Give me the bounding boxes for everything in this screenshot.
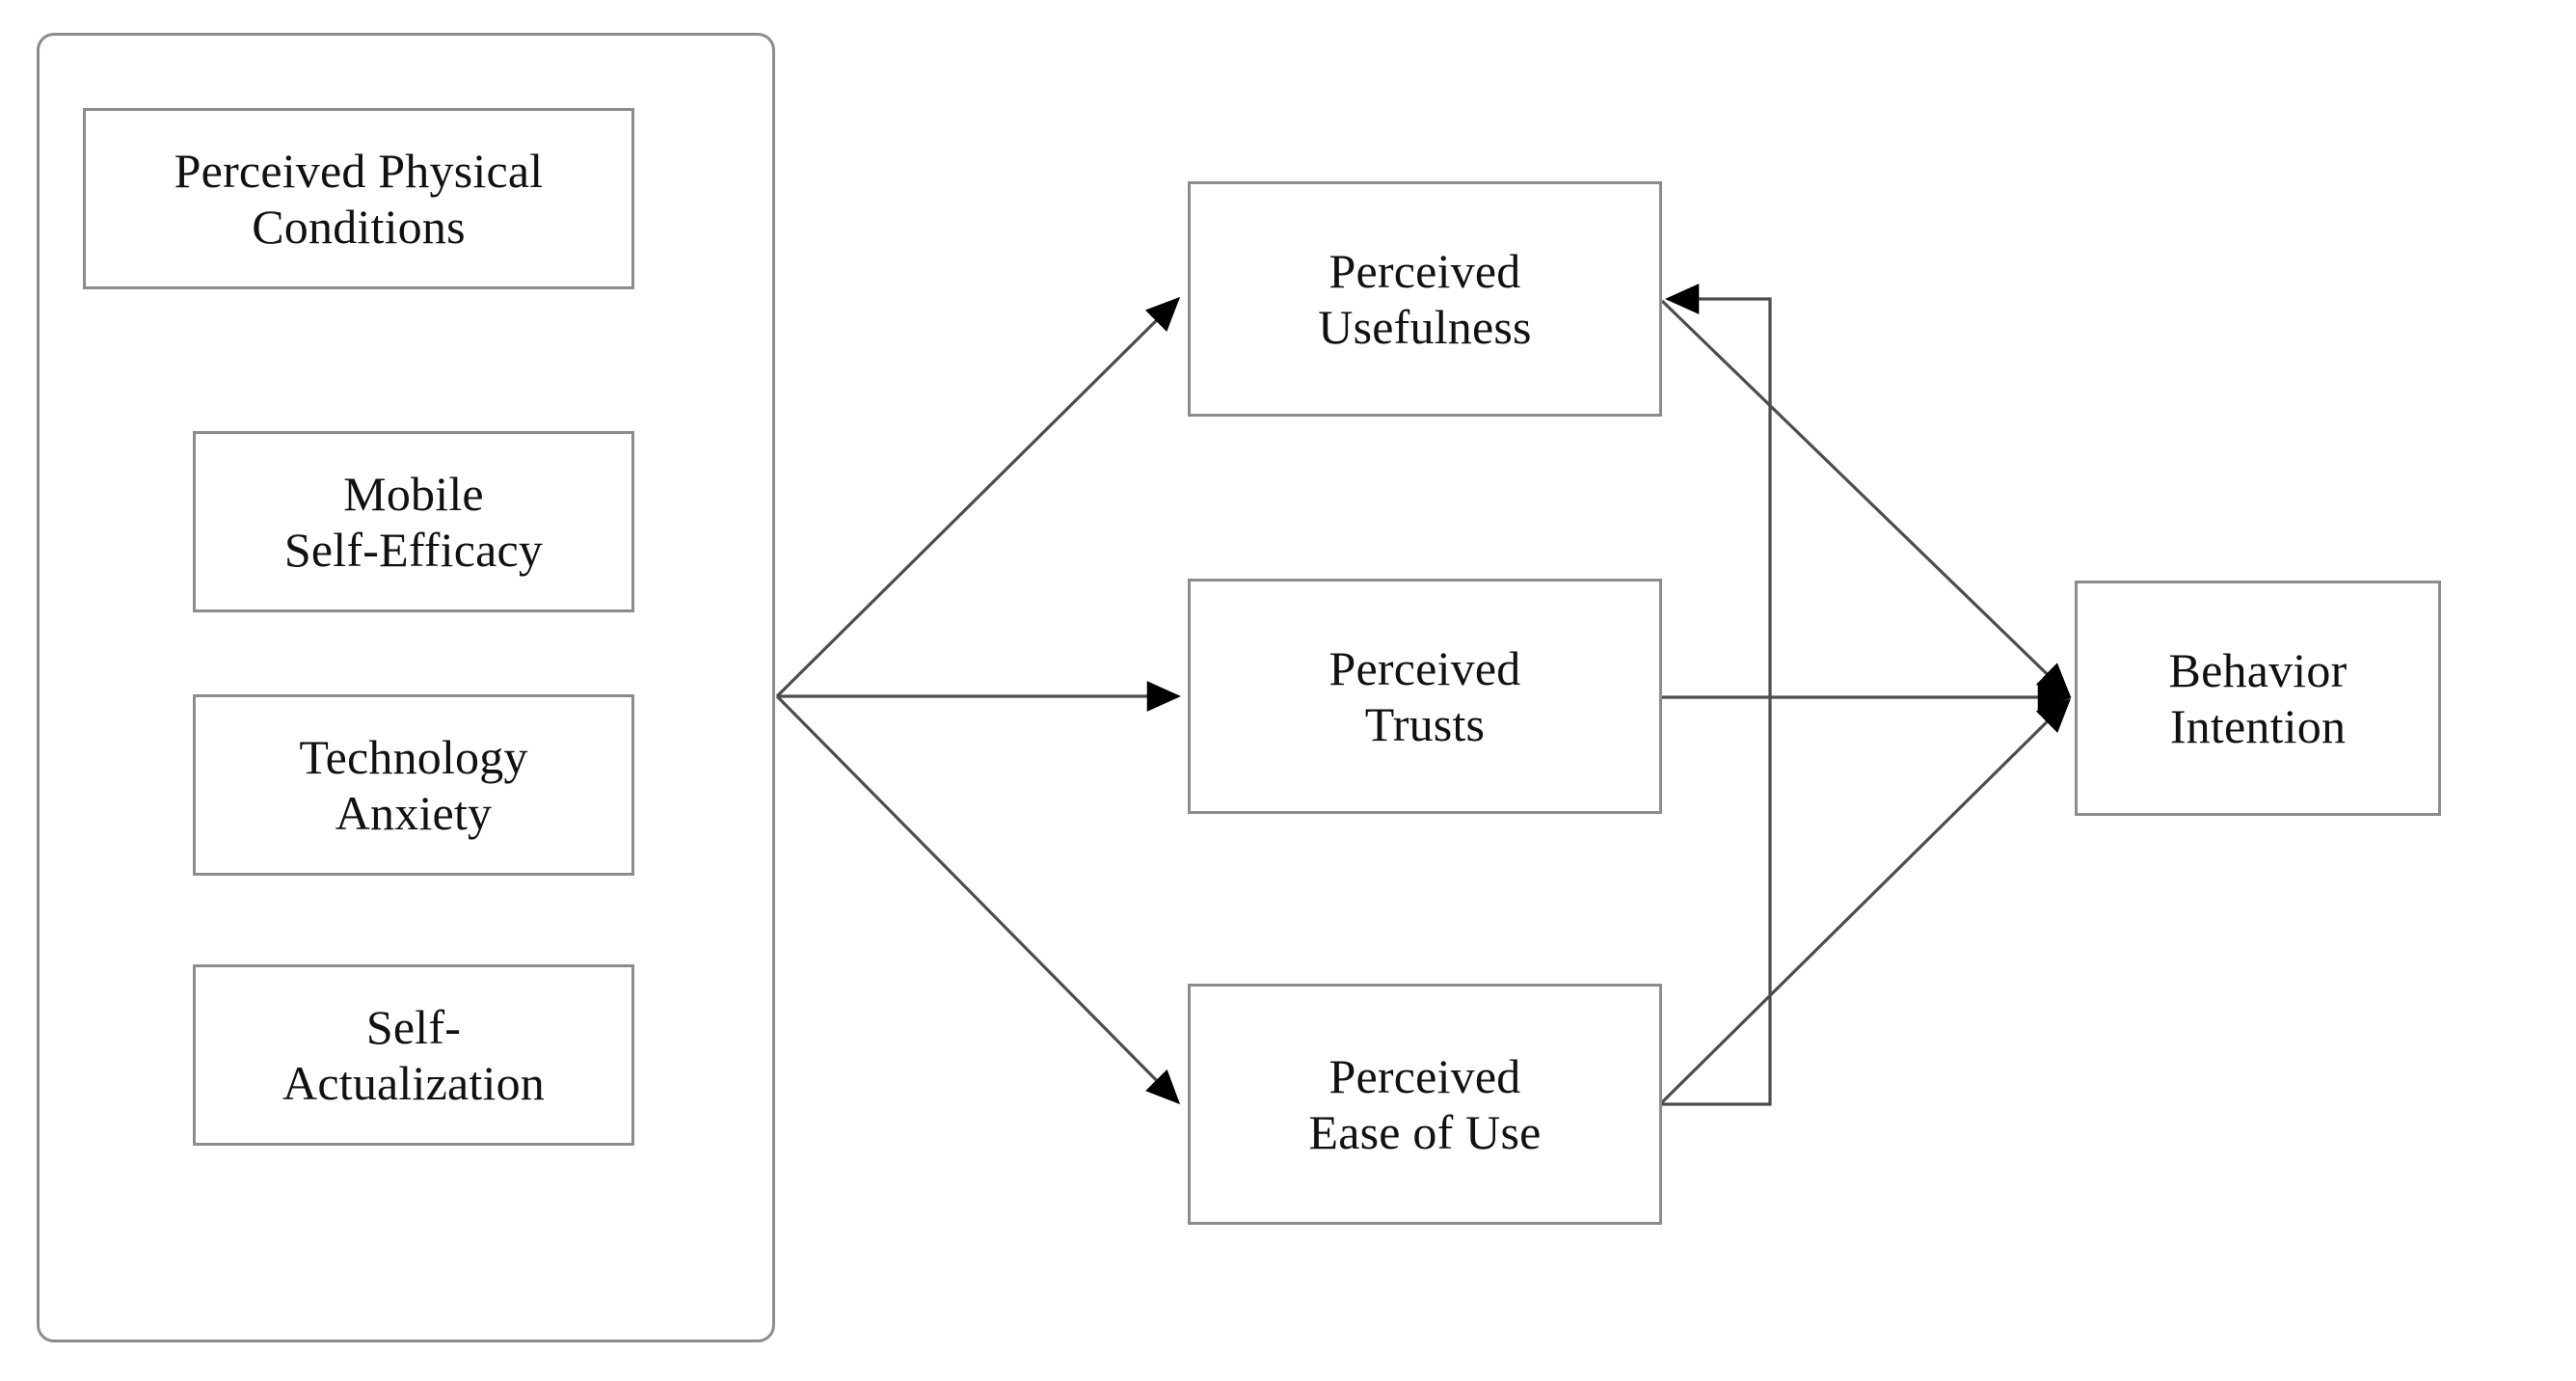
node-perceived-trusts[interactable]: Perceived Trusts xyxy=(1188,579,1662,814)
node-perceived-ease-of-use[interactable]: Perceived Ease of Use xyxy=(1188,984,1662,1225)
edge-group-to-perceived-ease-of-use xyxy=(775,694,1181,1105)
node-label: Perceived Usefulness xyxy=(1318,244,1532,354)
node-label: Perceived Ease of Use xyxy=(1308,1049,1542,1159)
node-label: Self- Actualization xyxy=(282,1000,545,1110)
node-label: Perceived Physical Conditions xyxy=(174,144,544,254)
edge-perceived-ease-of-use-to-perceived-usefulness xyxy=(1662,284,1772,1106)
node-technology-anxiety[interactable]: Technology Anxiety xyxy=(193,694,634,876)
edge-perceived-ease-of-use-to-behavior-intention xyxy=(1660,697,2072,1104)
node-label: Mobile Self-Efficacy xyxy=(283,467,544,577)
node-mobile-self-efficacy[interactable]: Mobile Self-Efficacy xyxy=(193,431,634,612)
node-label: Behavior Intention xyxy=(2168,643,2348,753)
node-perceived-usefulness[interactable]: Perceived Usefulness xyxy=(1188,181,1662,417)
node-self-actualization[interactable]: Self- Actualization xyxy=(193,964,634,1146)
edge-perceived-usefulness-to-behavior-intention xyxy=(1660,299,2072,698)
edge-group-to-perceived-usefulness xyxy=(775,296,1181,698)
node-label: Perceived Trusts xyxy=(1328,641,1521,751)
node-label: Technology Anxiety xyxy=(299,730,528,840)
node-perceived-physical-conditions[interactable]: Perceived Physical Conditions xyxy=(83,108,634,289)
node-behavior-intention[interactable]: Behavior Intention xyxy=(2075,581,2441,816)
